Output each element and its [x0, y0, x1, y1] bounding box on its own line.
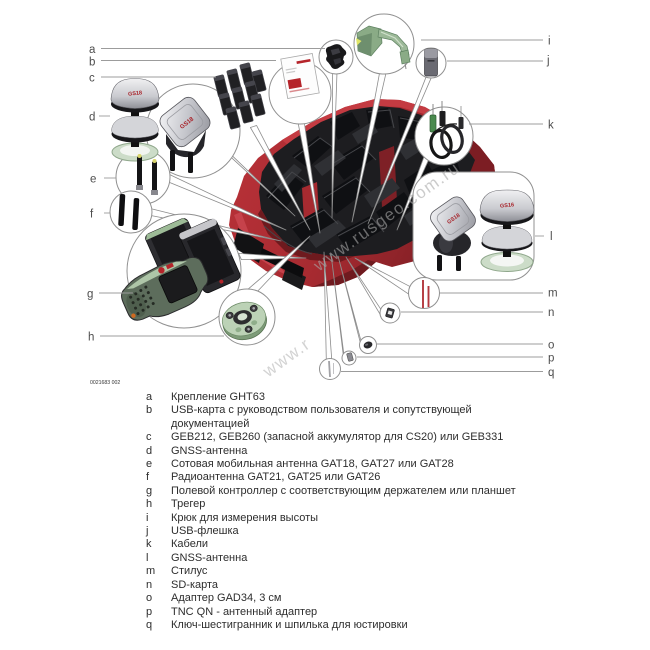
svg-text:l: l [550, 231, 553, 243]
svg-text:www.r: www.r [259, 334, 315, 381]
svg-text:o: o [548, 340, 554, 352]
svg-text:n: n [548, 307, 554, 319]
svg-text:e: e [90, 174, 96, 186]
svg-text:c: c [89, 73, 95, 85]
svg-text:k: k [548, 120, 554, 132]
svg-text:GS16: GS16 [500, 202, 515, 209]
svg-text:m: m [548, 288, 558, 300]
svg-text:h: h [88, 332, 94, 344]
svg-text:f: f [90, 209, 94, 221]
svg-text:b: b [89, 57, 95, 69]
svg-text:g: g [87, 289, 93, 301]
svg-text:p: p [548, 353, 554, 365]
svg-text:d: d [89, 112, 95, 124]
svg-text:a: a [89, 44, 96, 56]
svg-text:q: q [548, 367, 554, 379]
svg-text:GS18: GS18 [128, 90, 143, 97]
svg-text:j: j [546, 55, 550, 67]
svg-text:i: i [548, 36, 551, 48]
